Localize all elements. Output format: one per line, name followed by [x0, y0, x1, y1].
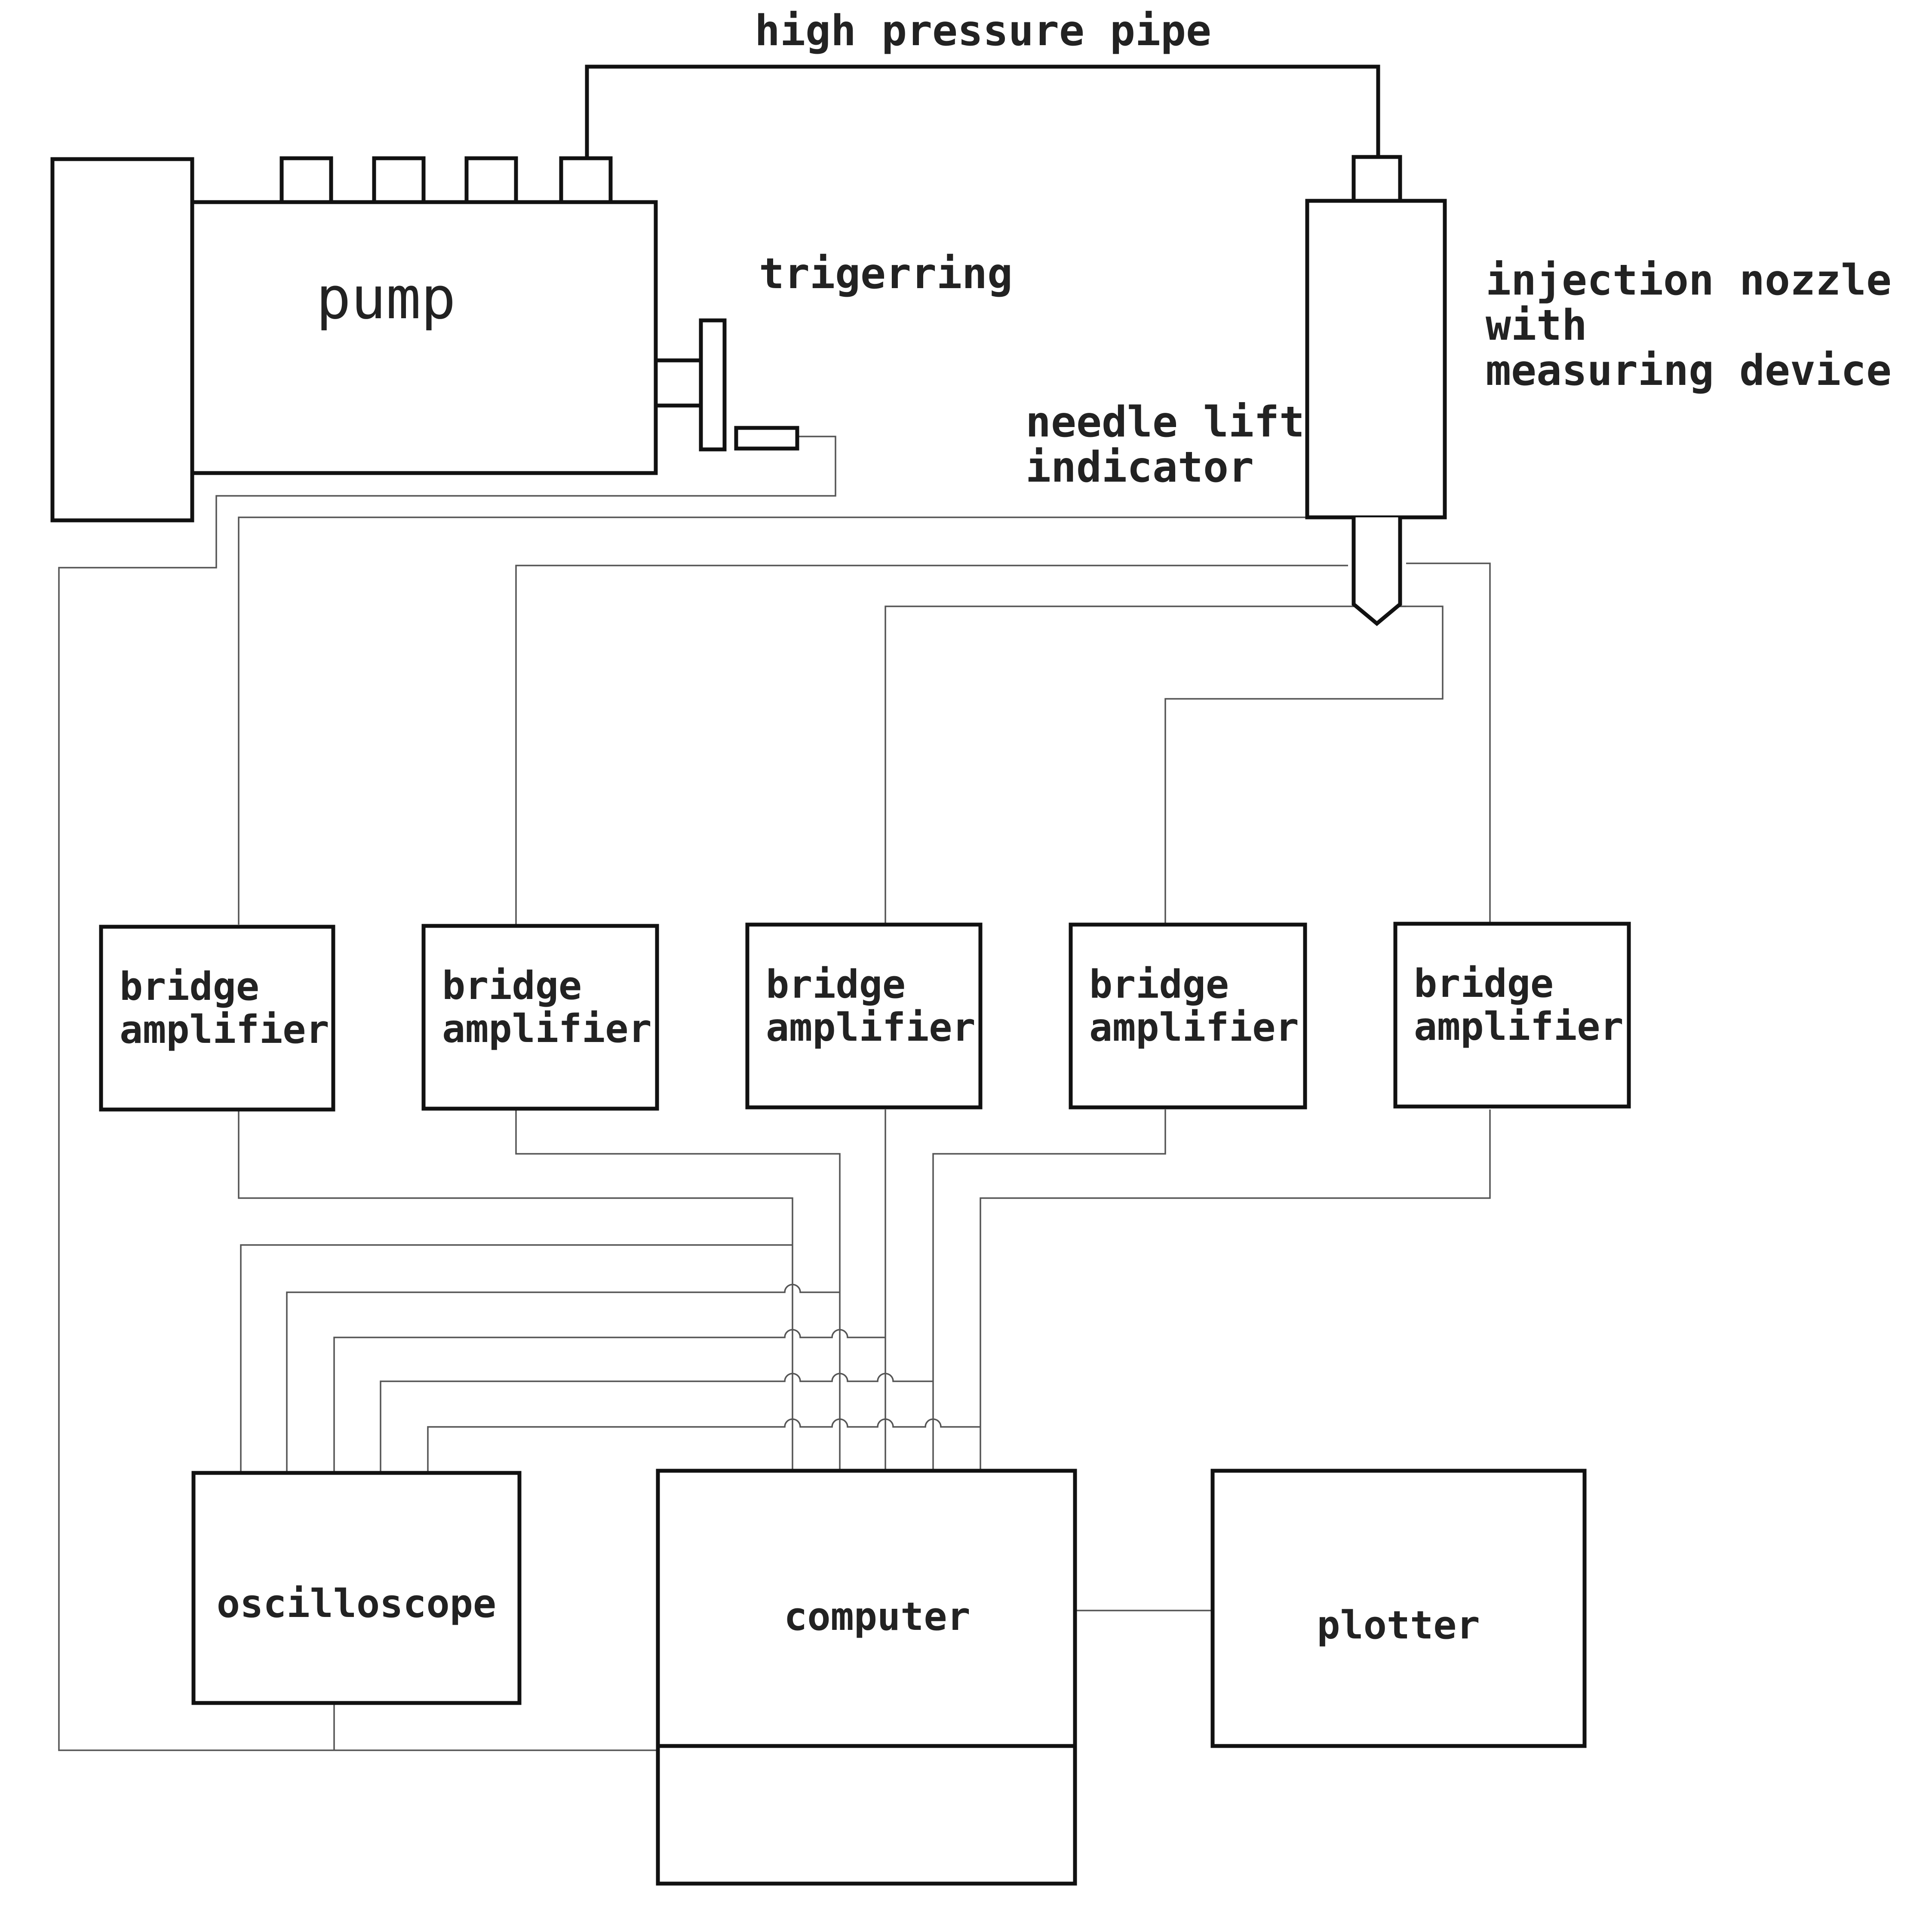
nozzle-label-line2: with	[1486, 301, 1587, 350]
amp2-to-computer	[515, 1110, 841, 1471]
nozzle-label-line3: measuring device	[1486, 346, 1892, 395]
oscilloscope-box	[191, 1471, 522, 1705]
pump-shaft	[654, 358, 703, 408]
amplifier-label-line2: amplifier	[766, 1005, 976, 1050]
plotter-box	[1210, 1469, 1587, 1748]
trigger-sensor	[734, 426, 799, 451]
bridge-amplifier-2-box	[421, 924, 659, 1111]
nozzle-label-line1: injection nozzle	[1486, 256, 1892, 305]
signal-wiring	[58, 436, 1491, 1751]
computer-to-oscilloscope-1	[240, 1244, 792, 1473]
amplifier-label-line2: amplifier	[1089, 1005, 1299, 1050]
nozzle-wire-3	[885, 606, 1406, 925]
nozzle-wire-5	[1406, 562, 1491, 925]
high-pressure-pipe	[585, 65, 1380, 157]
computer-to-oscilloscope-3	[333, 1329, 885, 1473]
trigger-disc	[699, 318, 727, 452]
nozzle-holder	[1305, 199, 1447, 519]
amplifier-label-line1: bridge	[1414, 961, 1554, 1006]
bridge-amplifier-4-box	[1069, 922, 1307, 1110]
amplifier-label-line1: bridge	[1089, 962, 1229, 1007]
plotter-label: plotter	[1317, 1603, 1480, 1648]
oscilloscope-label: oscilloscope	[217, 1581, 496, 1626]
nozzle-inlet	[1351, 155, 1402, 203]
oscilloscope: oscilloscope	[191, 1471, 522, 1705]
nozzle-wire-4	[1164, 606, 1444, 925]
needle-lift-wire	[238, 516, 1307, 925]
bridge-amplifier-5-box	[1393, 922, 1631, 1109]
high-pressure-pipe-label: high pressure pipe	[755, 6, 1211, 55]
needle-label-line1: needle lift	[1026, 398, 1305, 447]
pump-assembly: pump	[50, 156, 799, 523]
bridge-amplifier-1-box	[99, 925, 335, 1112]
computer-to-oscilloscope-4	[380, 1373, 933, 1473]
amp5-to-computer	[980, 1110, 1491, 1471]
nozzle-tip	[1351, 517, 1402, 626]
plotter: plotter	[1210, 1469, 1587, 1748]
bridge-amplifier-3: bridge amplifier	[745, 922, 983, 1110]
needle-lift-label: needle lift indicator	[1026, 398, 1305, 492]
needle-label-line2: indicator	[1026, 443, 1254, 492]
amplifier-label-line2: amplifier	[442, 1006, 652, 1051]
bridge-amplifier-2: bridge amplifier	[421, 924, 659, 1111]
bridge-amplifier-1: bridge amplifier	[99, 925, 335, 1112]
amplifier-label-line2: amplifier	[120, 1007, 329, 1052]
amplifier-label-line1: bridge	[442, 963, 582, 1008]
amp1-to-computer	[238, 1110, 793, 1471]
bridge-amplifier-4: bridge amplifier	[1069, 922, 1307, 1110]
pump-outlet-3	[464, 156, 518, 204]
pump-motor-block	[50, 157, 194, 523]
computer-box	[656, 1469, 1077, 1886]
amplifier-label-line2: amplifier	[1414, 1004, 1624, 1049]
computer-to-oscilloscope-2	[286, 1284, 840, 1473]
pump-body	[190, 200, 658, 475]
pump-label: pump	[316, 264, 456, 332]
computer-to-oscilloscope-5	[427, 1418, 980, 1473]
bridge-amplifier-5: bridge amplifier	[1393, 922, 1631, 1109]
amplifier-label-line1: bridge	[766, 962, 906, 1007]
bridge-amplifier-3-box	[745, 922, 983, 1110]
nozzle-wire-2	[515, 565, 1348, 925]
pump-outlet-2	[372, 156, 426, 204]
trigger-wire	[58, 436, 836, 1751]
pump-outlet-4	[559, 156, 613, 204]
trigerring-label: trigerring	[759, 249, 1013, 298]
computer-label: computer	[784, 1594, 970, 1639]
computer: computer	[656, 1469, 1077, 1886]
pump-outlet-1	[280, 156, 333, 204]
amp4-to-computer	[932, 1110, 1166, 1471]
amplifier-label-line1: bridge	[120, 964, 259, 1009]
injection-nozzle	[1305, 155, 1447, 626]
nozzle-label: injection nozzle with measuring device	[1486, 256, 1892, 395]
